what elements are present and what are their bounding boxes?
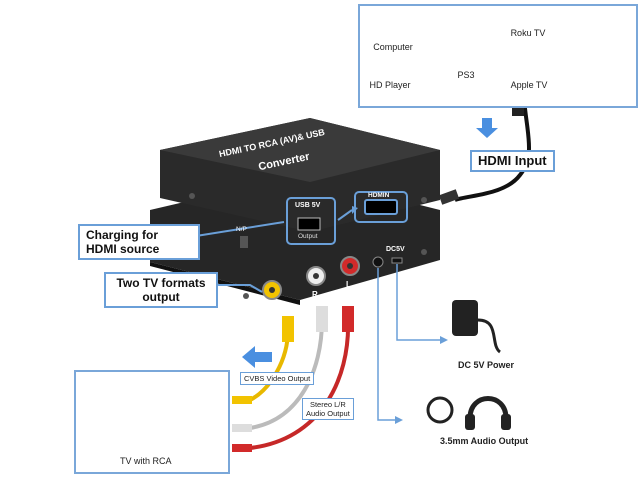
hdmi-port-label: HDMIN	[368, 192, 390, 199]
hdmi-plug-bottom	[438, 189, 460, 205]
source-hd-player: HD Player	[369, 80, 411, 90]
np-switch	[240, 236, 248, 248]
white-plug-end	[232, 424, 252, 432]
aux-cable	[426, 396, 454, 424]
cvbs-tag: CVBS Video Output	[240, 372, 315, 385]
power-adapter	[452, 300, 478, 336]
dc-label: DC5V	[386, 246, 405, 253]
white-cable	[249, 319, 324, 430]
dc-power-label: DC 5V Power	[458, 360, 515, 370]
white-plug	[316, 306, 328, 332]
red-plug	[342, 306, 354, 332]
r-label: R	[312, 290, 318, 299]
formats-line1: Two TV formats	[116, 276, 206, 290]
source-ps3: PS3	[457, 70, 475, 80]
sources-panel	[358, 4, 638, 108]
source-apple-tv: Apple TV	[510, 80, 548, 90]
hdmi-input-callout: HDMI Input	[470, 150, 555, 172]
charging-line2: HDMI source	[86, 242, 160, 256]
usb-highlight	[286, 197, 336, 245]
l-label: L	[346, 280, 351, 289]
left-arrow-icon	[242, 346, 272, 368]
yellow-plug	[282, 316, 294, 342]
dc-port	[391, 257, 403, 264]
usb-port	[297, 217, 321, 231]
hdmi-port	[364, 199, 398, 215]
red-plug-end	[232, 444, 252, 452]
source-computer: Computer	[373, 42, 413, 52]
v-label: V	[258, 302, 264, 311]
stereo-line2: Audio Output	[306, 409, 350, 418]
usb-sub-label: Output	[298, 233, 318, 240]
stereo-line1: Stereo L/R	[309, 400, 346, 409]
audio-jack	[372, 256, 384, 268]
yellow-plug-end	[232, 396, 252, 404]
usb-label: USB 5V	[295, 202, 321, 209]
headphones	[467, 396, 509, 419]
source-roku: Roku TV	[510, 28, 546, 38]
np-label: N/P	[236, 226, 247, 233]
tv-label: TV with RCA	[120, 456, 172, 466]
stereo-tag: Stereo L/R Audio Output	[302, 398, 354, 420]
charging-callout: Charging for HDMI source	[78, 224, 200, 260]
formats-callout: Two TV formats output	[104, 272, 218, 308]
down-arrow-icon	[476, 118, 498, 138]
charging-line1: Charging for	[86, 228, 158, 242]
audio-output-label: 3.5mm Audio Output	[440, 436, 529, 446]
tv-panel	[74, 370, 230, 474]
formats-line2: output	[142, 290, 180, 304]
